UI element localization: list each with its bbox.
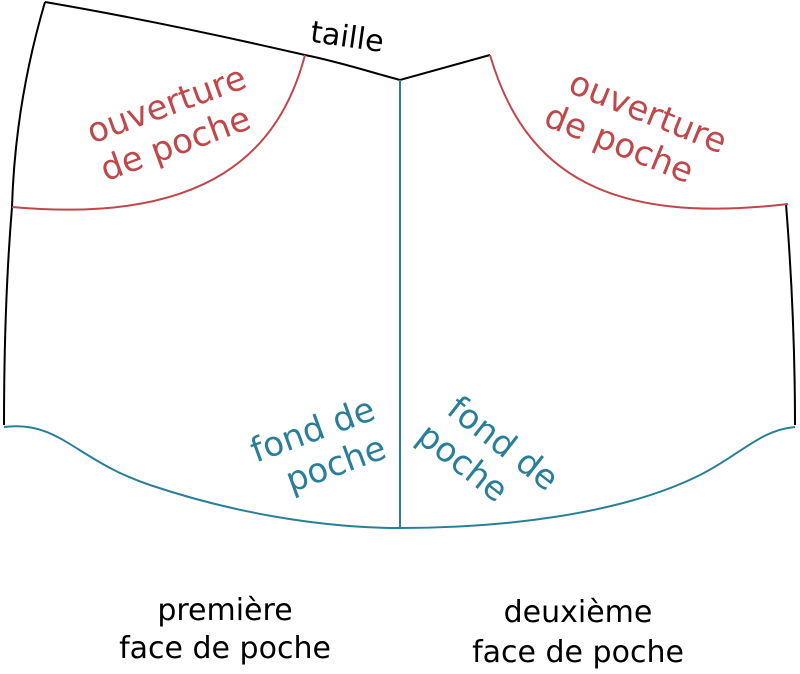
right-pocket-bottom-label: fond de poche <box>409 388 566 510</box>
left-pocket-bottom-label: fond de poche <box>245 389 391 501</box>
svg-text:face de poche: face de poche <box>472 635 684 670</box>
first-face-caption: première face de poche <box>119 593 331 666</box>
right-side-outline <box>785 203 796 426</box>
waist-outline <box>44 1 491 82</box>
second-face-caption: deuxième face de poche <box>472 595 684 670</box>
svg-text:face de poche: face de poche <box>119 631 331 666</box>
svg-text:deuxième: deuxième <box>504 595 653 630</box>
right-pocket-opening-line <box>489 54 789 210</box>
svg-text:première: première <box>157 593 292 628</box>
left-pocket-opening-line <box>11 54 306 211</box>
right-pocket-opening-label: ouverture de poche <box>539 63 733 192</box>
left-side-outline <box>3 1 46 426</box>
left-pocket-opening-label: ouverture de poche <box>82 58 257 190</box>
waist-label: taille <box>308 15 386 60</box>
